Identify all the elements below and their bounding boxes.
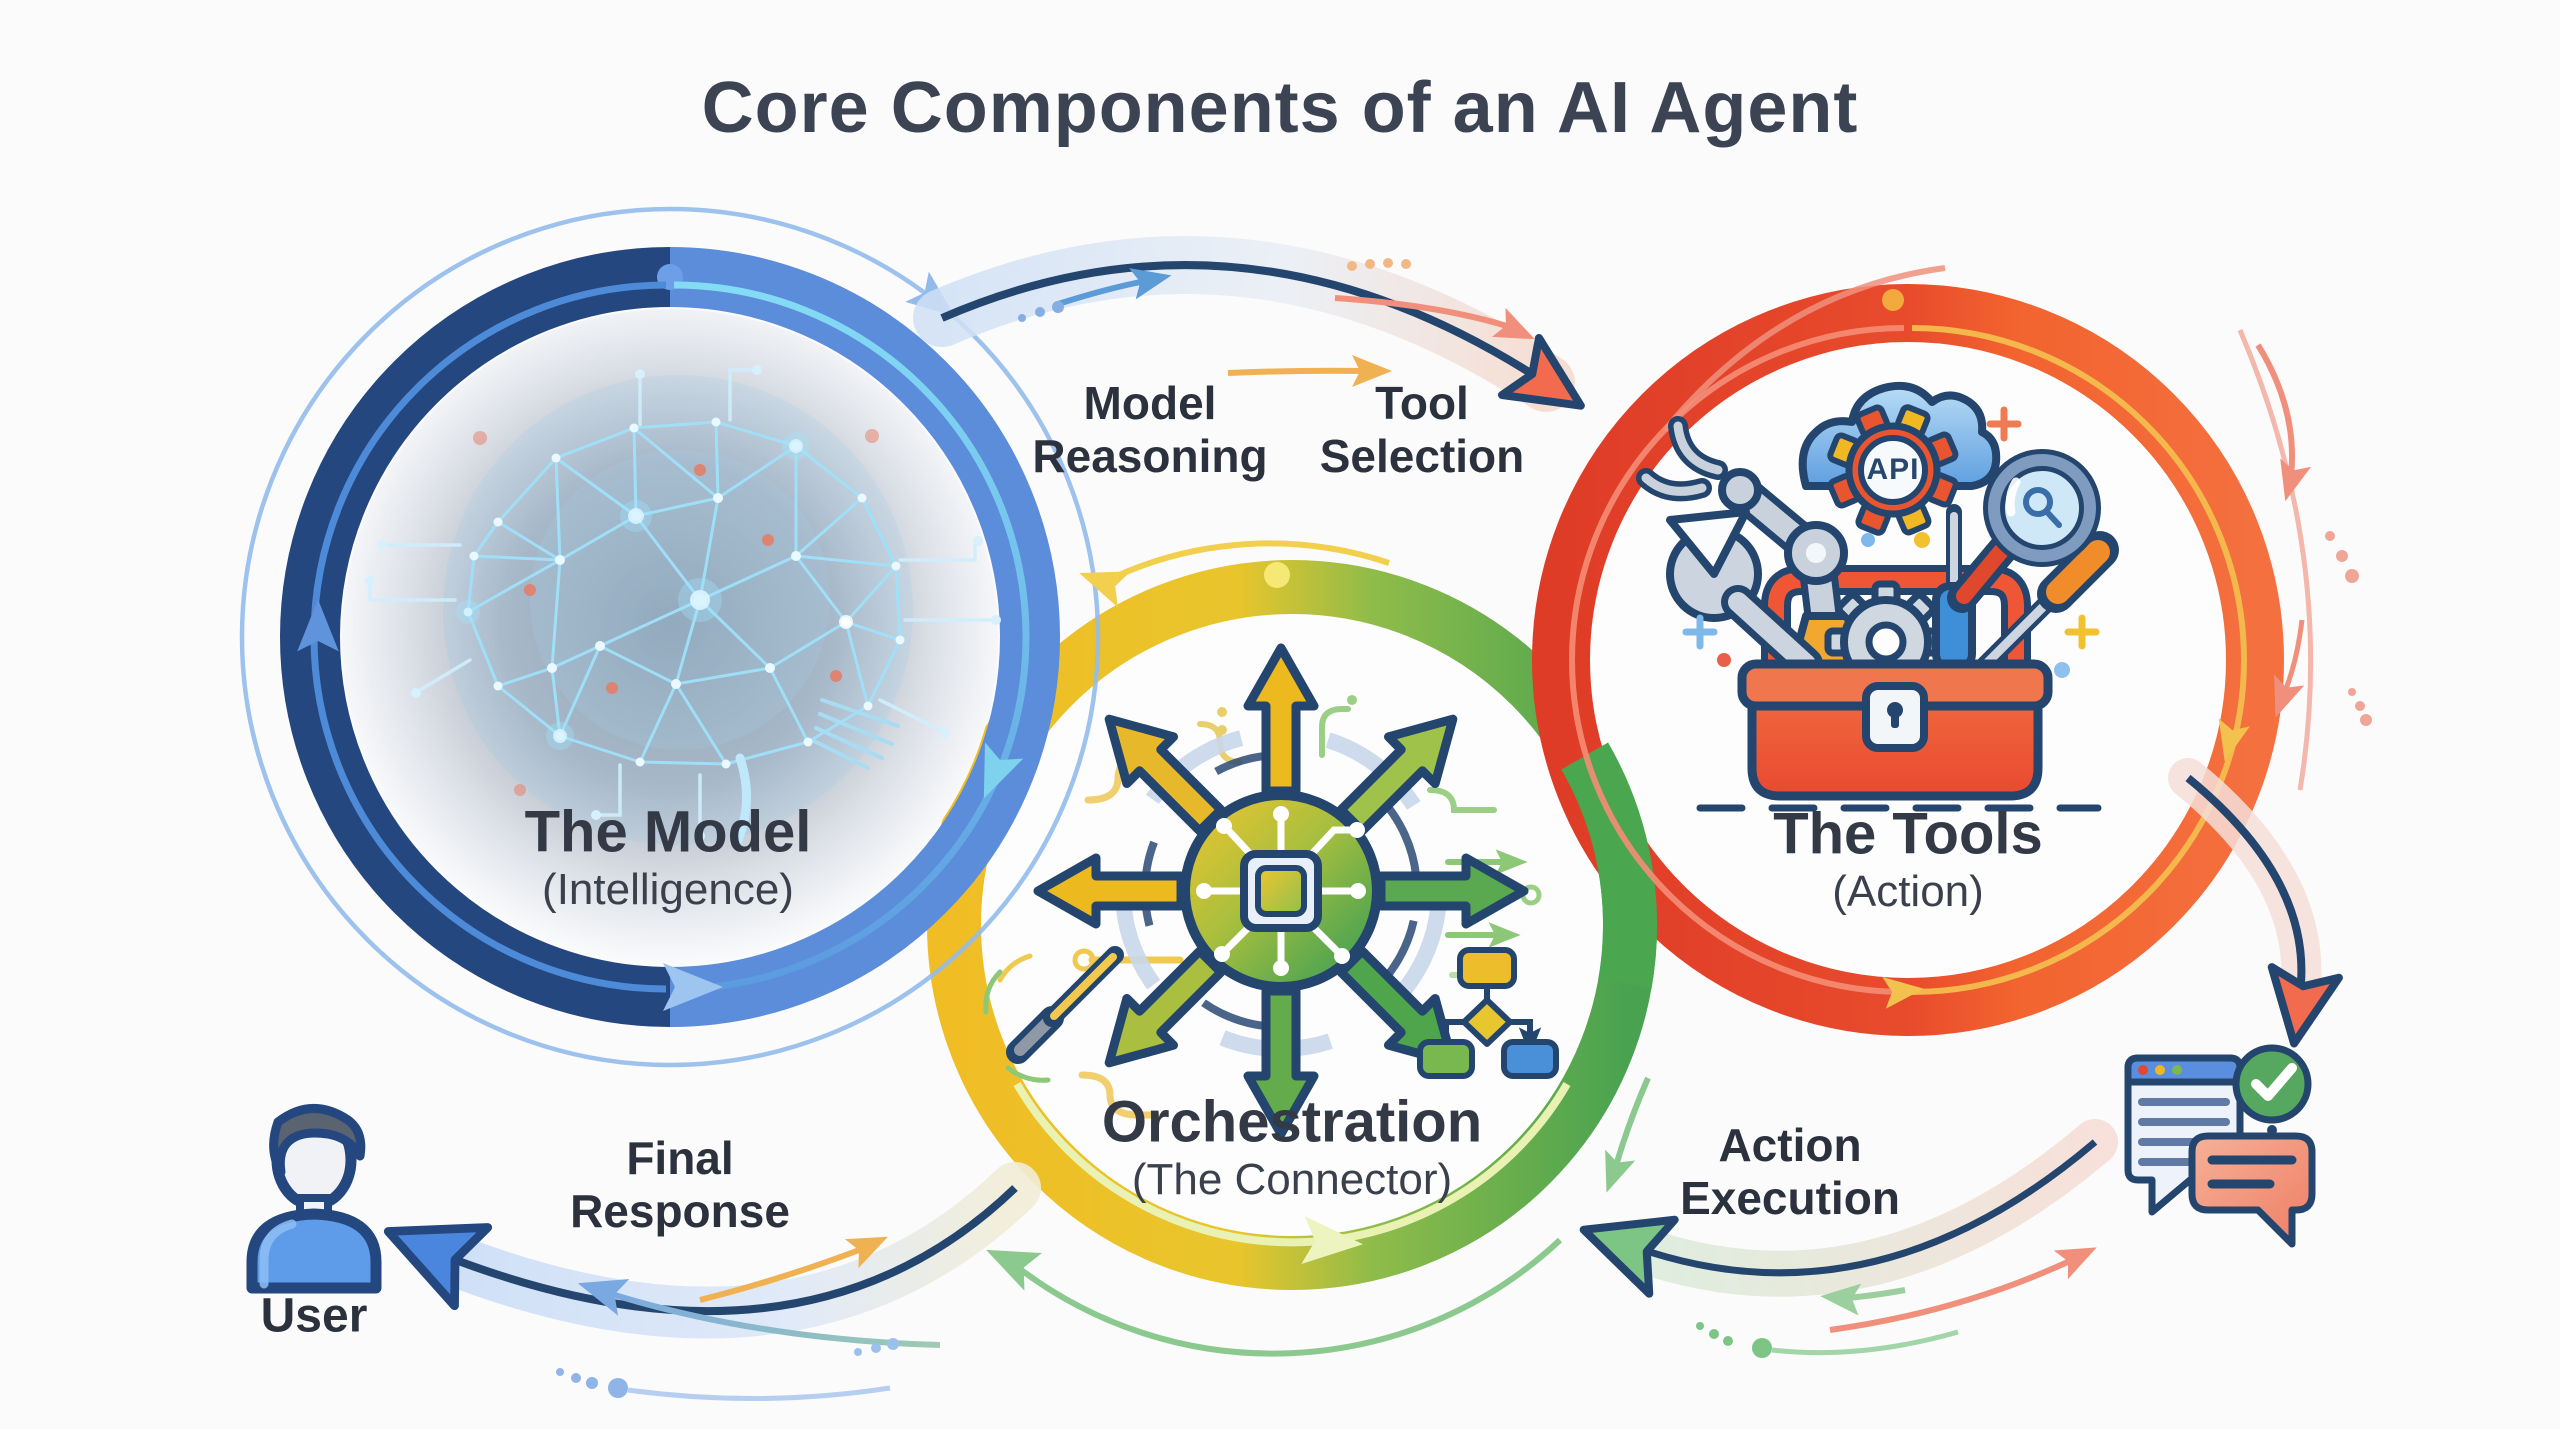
- wrench-icon: [1666, 508, 1823, 681]
- brain-network-icon: [365, 365, 1001, 845]
- model-reasoning-label: Model Reasoning: [1032, 377, 1268, 482]
- mini-flowchart-icon: [1417, 947, 1559, 1079]
- api-badge: API: [1866, 453, 1920, 486]
- robot-arm-icon: [1636, 416, 1868, 672]
- model-outer-orbit: [239, 206, 1101, 1068]
- orchestration-subtitle: (The Connector): [1131, 1155, 1453, 1204]
- toolbox-with-tools-icon: [1636, 381, 2119, 812]
- chat-bubble-icon: [2188, 1132, 2316, 1248]
- page-title: Core Components of an AI Agent: [701, 68, 1859, 148]
- model-disc: [342, 309, 998, 965]
- flow-action-execution: [1571, 1076, 2118, 1358]
- model-circle: [239, 206, 1101, 1068]
- flow-tools-to-result: [2168, 758, 2339, 1049]
- orchestration-ring-top-dot: [1264, 562, 1290, 588]
- magnifier-icon: [1947, 449, 2101, 613]
- orchestration-details: [977, 540, 1571, 1357]
- tool-selection-label: Tool Selection: [1319, 377, 1525, 482]
- api-cloud-gear-icon: [1798, 381, 2001, 536]
- user-person-icon: [246, 1104, 382, 1294]
- browser-check-chat-icon: [2124, 1044, 2316, 1248]
- magic-wand-icon: [983, 946, 1124, 1083]
- action-execution-label: Action Execution: [1680, 1119, 1900, 1224]
- model-title: The Model: [524, 799, 812, 865]
- tools-subtitle: (Action): [1832, 867, 1984, 916]
- model-subtitle: (Intelligence): [542, 865, 794, 914]
- check-circle-icon: [2232, 1044, 2312, 1124]
- tools-title: The Tools: [1773, 801, 2043, 867]
- tools-ring-top-dot: [1882, 289, 1904, 311]
- orchestration-title: Orchestration: [1101, 1089, 1483, 1155]
- chip-hub-with-arrows-icon: [1033, 643, 1542, 1139]
- screwdriver-orange-icon: [1975, 531, 2119, 675]
- flow-final-response: [372, 1162, 1041, 1402]
- flow-model-to-tools: [913, 236, 1599, 434]
- user-label: User: [260, 1289, 368, 1343]
- final-response-label: Final Response: [570, 1132, 790, 1237]
